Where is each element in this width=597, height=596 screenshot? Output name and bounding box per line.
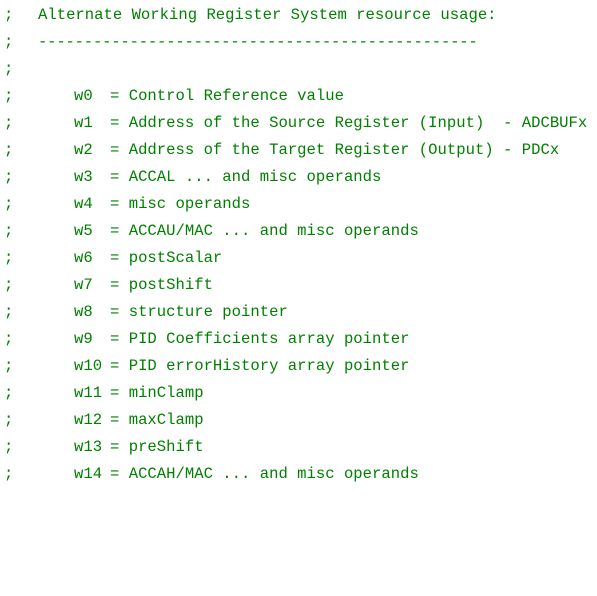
register-line: ; w14 = ACCAH/MAC ... and misc operands bbox=[0, 461, 597, 488]
comment-marker: ; bbox=[4, 114, 14, 132]
register-line: ; w2 = Address of the Target Register (O… bbox=[0, 137, 597, 164]
comment-blank-line: ; bbox=[0, 56, 597, 83]
comment-marker: ; bbox=[4, 168, 14, 186]
comment-marker: ; bbox=[4, 411, 14, 429]
register-description: = structure pointer bbox=[110, 303, 288, 321]
comment-marker: ; bbox=[4, 303, 14, 321]
register-name: w2 bbox=[74, 141, 93, 159]
register-line: ; w10 = PID errorHistory array pointer bbox=[0, 353, 597, 380]
register-name: w13 bbox=[74, 438, 103, 456]
register-line: ; w1 = Address of the Source Register (I… bbox=[0, 110, 597, 137]
register-name: w5 bbox=[74, 222, 93, 240]
register-description: = postShift bbox=[110, 276, 213, 294]
register-description: = ACCAH/MAC ... and misc operands bbox=[110, 465, 419, 483]
register-description: = Address of the Target Register (Output… bbox=[110, 141, 560, 159]
comment-marker: ; bbox=[4, 222, 14, 240]
register-name: w9 bbox=[74, 330, 93, 348]
register-description: = ACCAU/MAC ... and misc operands bbox=[110, 222, 419, 240]
comment-marker: ; bbox=[4, 60, 14, 78]
comment-title-line: ; Alternate Working Register System reso… bbox=[0, 2, 597, 29]
register-line: ; w13 = preShift bbox=[0, 434, 597, 461]
comment-rule-line: ; --------------------------------------… bbox=[0, 29, 597, 56]
register-name: w12 bbox=[74, 411, 103, 429]
register-line: ; w8 = structure pointer bbox=[0, 299, 597, 326]
comment-marker: ; bbox=[4, 141, 14, 159]
comment-marker: ; bbox=[4, 6, 14, 24]
comment-marker: ; bbox=[4, 195, 14, 213]
register-name: w1 bbox=[74, 114, 93, 132]
comment-marker: ; bbox=[4, 33, 14, 51]
register-name: w7 bbox=[74, 276, 93, 294]
register-name: w14 bbox=[74, 465, 103, 483]
register-name: w0 bbox=[74, 87, 93, 105]
register-line: ; w9 = PID Coefficients array pointer bbox=[0, 326, 597, 353]
register-name: w3 bbox=[74, 168, 93, 186]
register-line: ; w7 = postShift bbox=[0, 272, 597, 299]
register-description: = PID errorHistory array pointer bbox=[110, 357, 410, 375]
register-description: = maxClamp bbox=[110, 411, 204, 429]
comment-marker: ; bbox=[4, 465, 14, 483]
comment-marker: ; bbox=[4, 384, 14, 402]
register-line: ; w3 = ACCAL ... and misc operands bbox=[0, 164, 597, 191]
comment-marker: ; bbox=[4, 87, 14, 105]
comment-rule: ----------------------------------------… bbox=[38, 33, 478, 51]
register-line: ; w6 = postScalar bbox=[0, 245, 597, 272]
register-description: = Address of the Source Register (Input)… bbox=[110, 114, 588, 132]
register-line: ; w12 = maxClamp bbox=[0, 407, 597, 434]
register-name: w11 bbox=[74, 384, 103, 402]
comment-marker: ; bbox=[4, 330, 14, 348]
register-line: ; w5 = ACCAU/MAC ... and misc operands bbox=[0, 218, 597, 245]
register-name: w4 bbox=[74, 195, 93, 213]
register-line: ; w11 = minClamp bbox=[0, 380, 597, 407]
comment-title: Alternate Working Register System resour… bbox=[38, 6, 497, 24]
register-name: w10 bbox=[74, 357, 103, 375]
register-description: = ACCAL ... and misc operands bbox=[110, 168, 382, 186]
register-line: ; w0 = Control Reference value bbox=[0, 83, 597, 110]
register-line: ; w4 = misc operands bbox=[0, 191, 597, 218]
comment-marker: ; bbox=[4, 357, 14, 375]
register-description: = preShift bbox=[110, 438, 204, 456]
code-view[interactable]: ; Alternate Working Register System reso… bbox=[0, 0, 597, 496]
register-description: = misc operands bbox=[110, 195, 251, 213]
comment-marker: ; bbox=[4, 276, 14, 294]
register-description: = Control Reference value bbox=[110, 87, 344, 105]
register-name: w6 bbox=[74, 249, 93, 267]
comment-marker: ; bbox=[4, 438, 14, 456]
register-name: w8 bbox=[74, 303, 93, 321]
register-description: = minClamp bbox=[110, 384, 204, 402]
register-description: = PID Coefficients array pointer bbox=[110, 330, 410, 348]
comment-marker: ; bbox=[4, 249, 14, 267]
register-description: = postScalar bbox=[110, 249, 223, 267]
